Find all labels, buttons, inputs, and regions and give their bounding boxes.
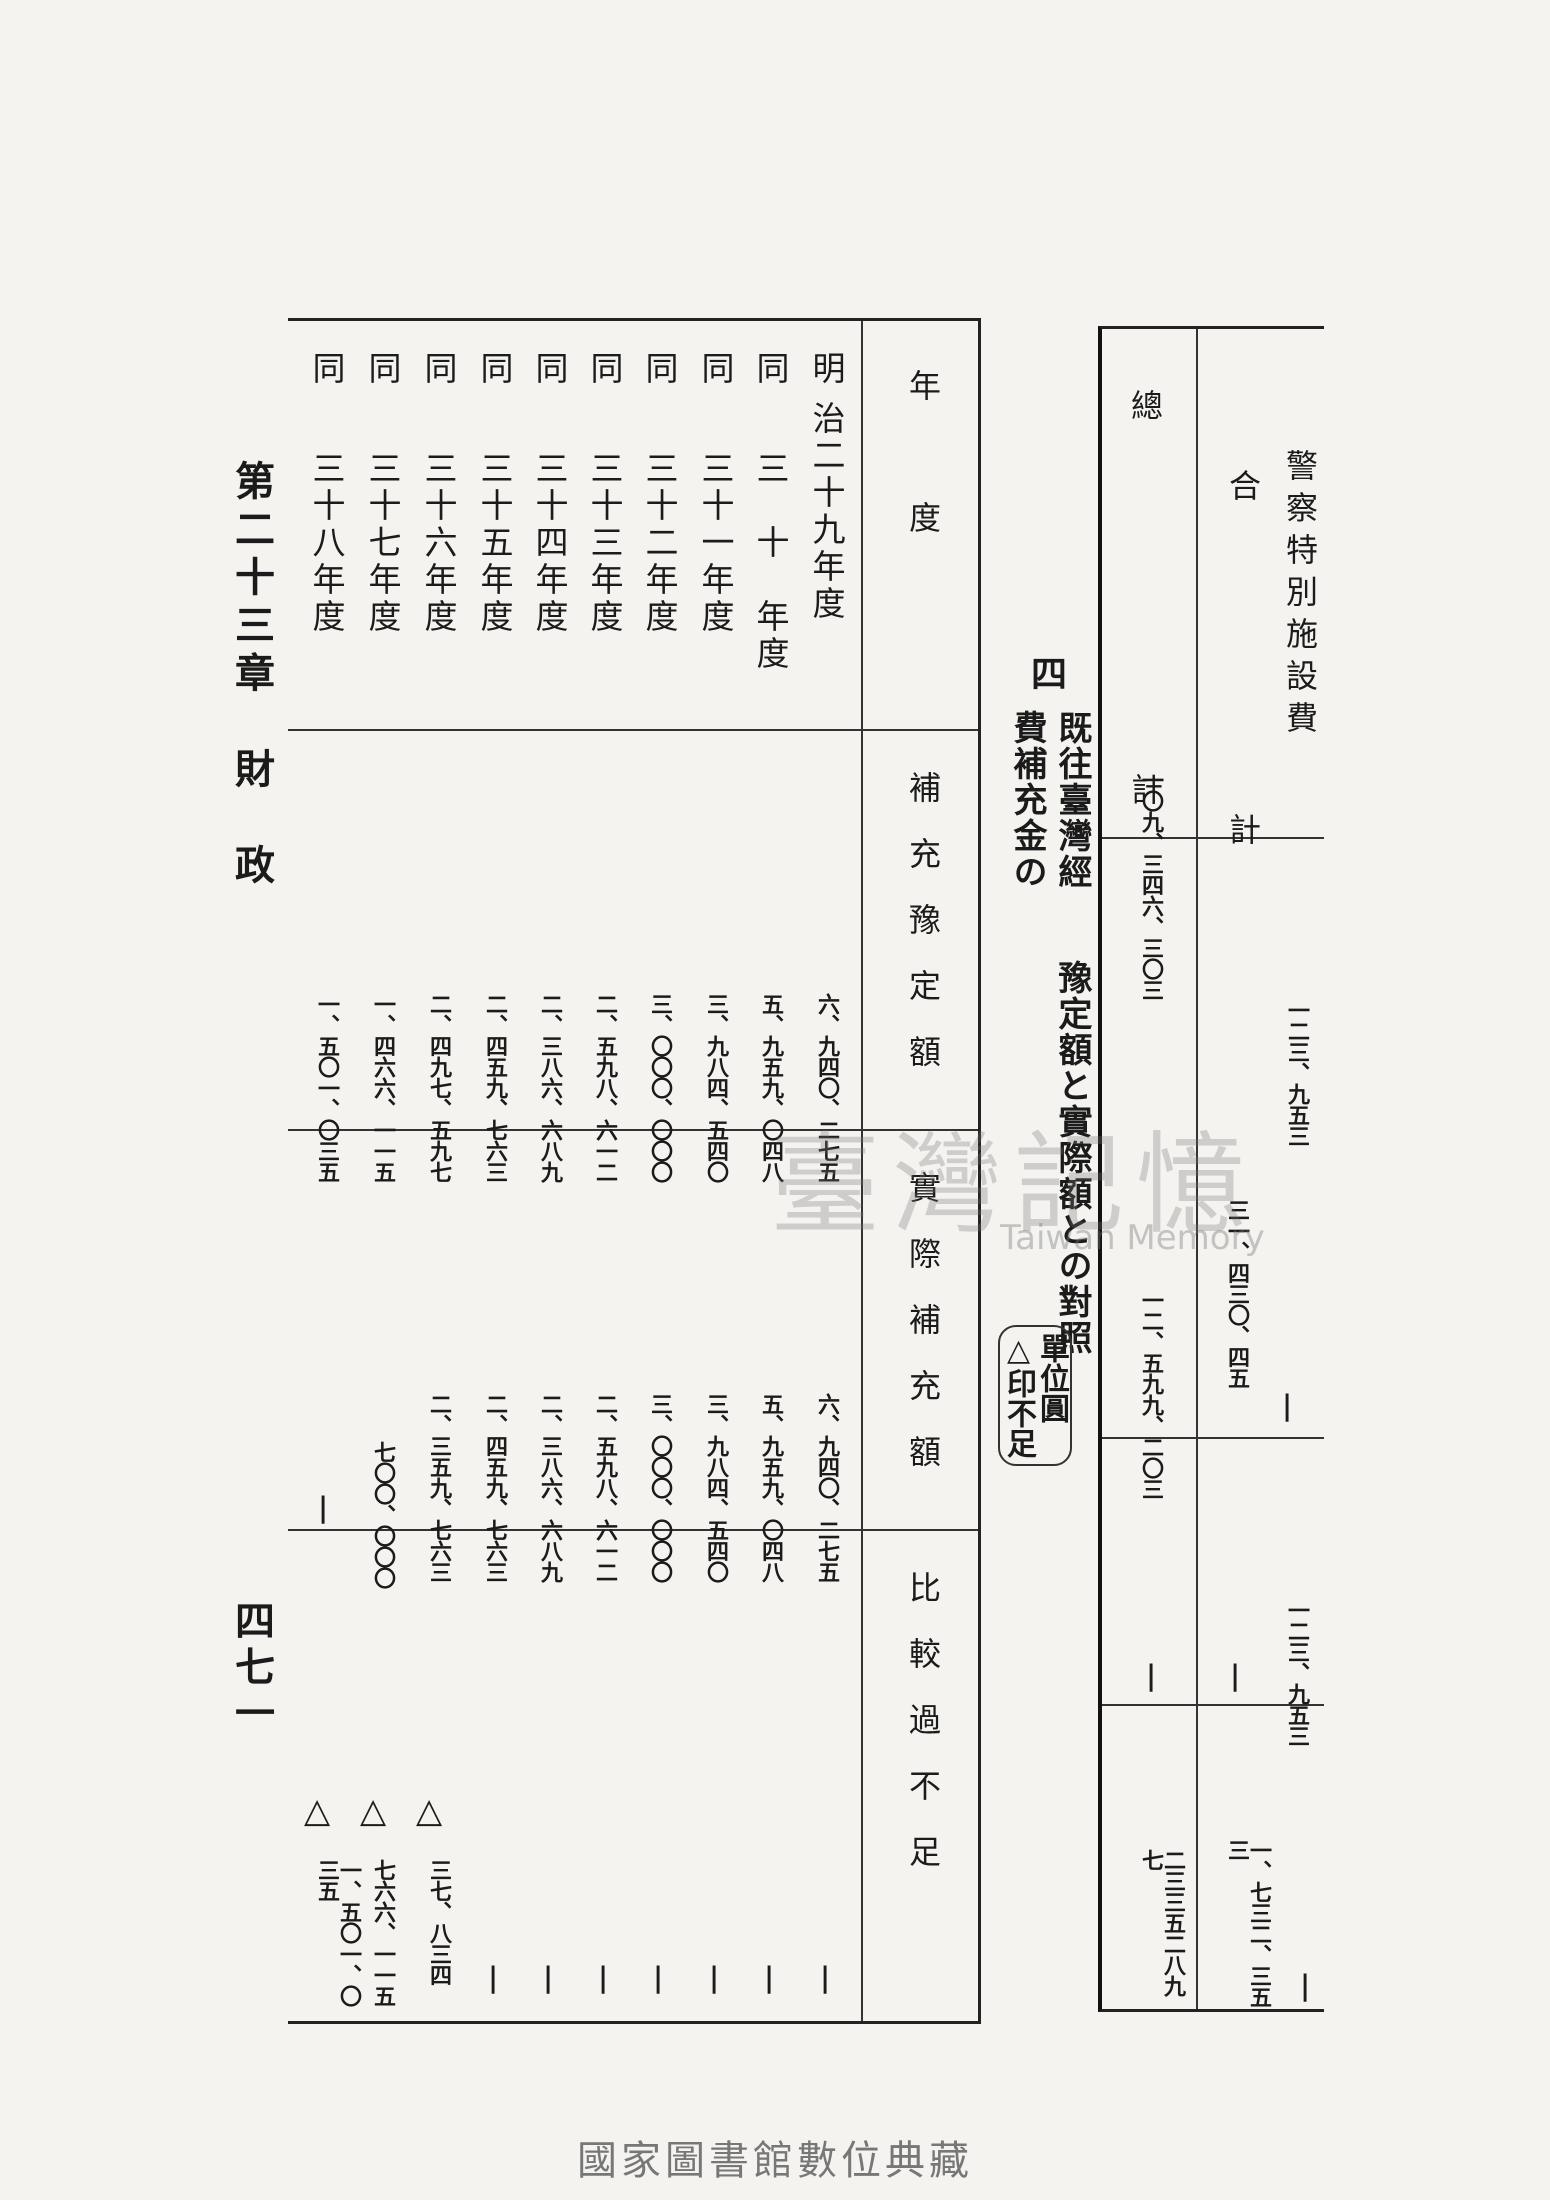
watermark: 臺灣記憶 xyxy=(770,1121,1258,1249)
grand-total-2: 一二、五九九、二〇三 xyxy=(1138,1289,1164,1499)
previous-table-fragment: 總 計 警察特別施設費 合 計 一二三、九五三 三一、四三〇、四五 | 一二三、… xyxy=(1098,326,1324,2012)
row-divider-1 xyxy=(288,729,978,731)
planned-cell-1: 五、九五九、〇四八 xyxy=(758,993,784,1182)
total-label: 總 計 xyxy=(1126,389,1164,965)
unit-line-2: △印不足 xyxy=(1001,1333,1036,1458)
fragment-row-divider-2 xyxy=(1102,1437,1324,1439)
year-cell-6: 三十五年度 xyxy=(475,451,514,636)
actual-cell-0: 六、九四〇、二七五 xyxy=(814,1393,840,1582)
caption-line-1b: 豫定額と實際額との對照 xyxy=(1052,960,1092,1356)
planned-cell-7: 二、四九七、五九七 xyxy=(426,993,452,1182)
header-divider xyxy=(861,321,863,2021)
fragment-row-divider-3 xyxy=(1102,1704,1324,1706)
year-cell-9: 三十八年度 xyxy=(307,451,346,636)
year-cell-0: 治二十九年度 xyxy=(807,401,846,623)
fragment-row-divider-1 xyxy=(1102,837,1324,839)
table-number: 四 xyxy=(1025,655,1067,691)
diff-cell-9: 一、五〇一、〇三五 xyxy=(314,1859,362,2006)
planned-cell-8: 一、四六六、一一五 xyxy=(370,993,396,1182)
grand-total-dash-1: | xyxy=(1230,1659,1241,1692)
year-cell-1: 三 十 年度 xyxy=(751,451,790,673)
caption-line-1a: 既往臺灣經 xyxy=(1052,710,1092,890)
row-divider-3 xyxy=(288,1529,978,1531)
unit-line-1: 單位圓 xyxy=(1034,1333,1069,1423)
planned-cell-5: 二、三八六、六八九 xyxy=(537,993,563,1182)
header-year: 年 度 xyxy=(904,369,942,567)
grand-total-1: 一〇九、三四六、三〇三 xyxy=(1138,769,1164,1000)
year-era-4: 同 xyxy=(585,351,624,388)
footer-credit: 國家圖書館數位典藏 xyxy=(577,2138,973,2184)
police-value-1: 一二三、九五三 xyxy=(1284,999,1310,1146)
deficit-mark-7: △ xyxy=(416,1791,443,1831)
actual-cell-1: 五、九五九、〇四八 xyxy=(758,1393,784,1582)
diff-cell-3: | xyxy=(653,1961,664,1994)
planned-cell-3: 三、〇〇〇、〇〇〇 xyxy=(647,993,673,1182)
diff-cell-0: | xyxy=(820,1961,831,1994)
main-table: 年 度 補充豫定額 實際補充額 比較過不足 明 治二十九年度 同 三 十 年度 … xyxy=(288,318,981,2024)
actual-cell-8: 七〇〇、〇〇〇 xyxy=(370,1441,396,1588)
year-era-6: 同 xyxy=(475,351,514,388)
actual-cell-9: | xyxy=(318,1491,329,1524)
actual-cell-3: 三、〇〇〇、〇〇〇 xyxy=(647,1393,673,1582)
year-era-9: 同 xyxy=(307,351,346,388)
year-cell-7: 三十六年度 xyxy=(419,451,458,636)
grand-total-3: 二三三五二八九七 xyxy=(1138,1849,1186,1996)
unit-note: 單位圓△印不足 xyxy=(998,1325,1072,1466)
caption-line-1: 既往臺灣經豫定額と實際額との對照 xyxy=(1048,710,1097,1356)
police-fee-label: 警察特別施設費 xyxy=(1281,449,1319,743)
police-value-3: 一二三、九五三 xyxy=(1284,1599,1310,1746)
row-divider-2 xyxy=(288,1129,978,1131)
diff-cell-7: 三七、八三四 xyxy=(426,1859,452,1985)
police-subtotal-1: 三一、四三〇、四五 xyxy=(1224,1199,1250,1388)
year-cell-5: 三十四年度 xyxy=(530,451,569,636)
police-subtotal-2: 一、七三二、三五三 xyxy=(1224,1839,1272,2007)
actual-cell-7: 二、三五九、七六三 xyxy=(426,1393,452,1582)
watermark-subtitle: Taiwan Memory xyxy=(1000,1218,1265,1258)
caption-line-2: 費補充金の xyxy=(1007,710,1047,890)
year-era-7: 同 xyxy=(419,351,458,388)
planned-cell-6: 二、四五九、七六三 xyxy=(482,993,508,1182)
year-cell-3: 三十二年度 xyxy=(640,451,679,636)
year-era-1: 同 xyxy=(751,351,790,388)
diff-cell-2: | xyxy=(709,1961,720,1994)
year-cell-4: 三十三年度 xyxy=(585,451,624,636)
fragment-dash-mark: | xyxy=(1300,1969,1311,2002)
grand-total-dash-2: | xyxy=(1146,1659,1157,1692)
year-era-8: 同 xyxy=(363,351,402,388)
header-planned: 補充豫定額 xyxy=(904,771,942,1101)
header-actual: 實際補充額 xyxy=(904,1171,942,1501)
year-era-0: 明 xyxy=(807,351,846,388)
diff-cell-8: 七六六、一一五 xyxy=(370,1859,396,2006)
year-cell-2: 三十一年度 xyxy=(696,451,735,636)
diff-cell-4: | xyxy=(598,1961,609,1994)
running-head: 第二十三章 財 政 xyxy=(228,460,275,892)
police-value-2: | xyxy=(1282,1389,1293,1422)
deficit-mark-9: △ xyxy=(304,1791,331,1831)
deficit-mark-8: △ xyxy=(360,1791,387,1831)
planned-cell-4: 二、五九八、六一二 xyxy=(592,993,618,1182)
planned-cell-9: 一、五〇一、〇三五 xyxy=(314,993,340,1182)
actual-cell-6: 二、四五九、七六三 xyxy=(482,1393,508,1582)
year-era-2: 同 xyxy=(696,351,735,388)
header-diff: 比較過不足 xyxy=(904,1571,942,1901)
diff-cell-1: | xyxy=(764,1961,775,1994)
diff-cell-6: | xyxy=(488,1961,499,1994)
planned-cell-0: 六、九四〇、二七五 xyxy=(814,993,840,1182)
subtotal-label: 合 計 xyxy=(1224,469,1262,985)
actual-cell-2: 三、九八四、五四〇 xyxy=(703,1393,729,1582)
actual-cell-4: 二、五九八、六一二 xyxy=(592,1393,618,1582)
page-number: 四七一 xyxy=(228,1600,275,1738)
year-era-3: 同 xyxy=(640,351,679,388)
year-era-5: 同 xyxy=(530,351,569,388)
planned-cell-2: 三、九八四、五四〇 xyxy=(703,993,729,1182)
column-divider xyxy=(1196,329,1198,2009)
actual-cell-5: 二、三八六、六八九 xyxy=(537,1393,563,1582)
year-cell-8: 三十七年度 xyxy=(363,451,402,636)
diff-cell-5: | xyxy=(543,1961,554,1994)
